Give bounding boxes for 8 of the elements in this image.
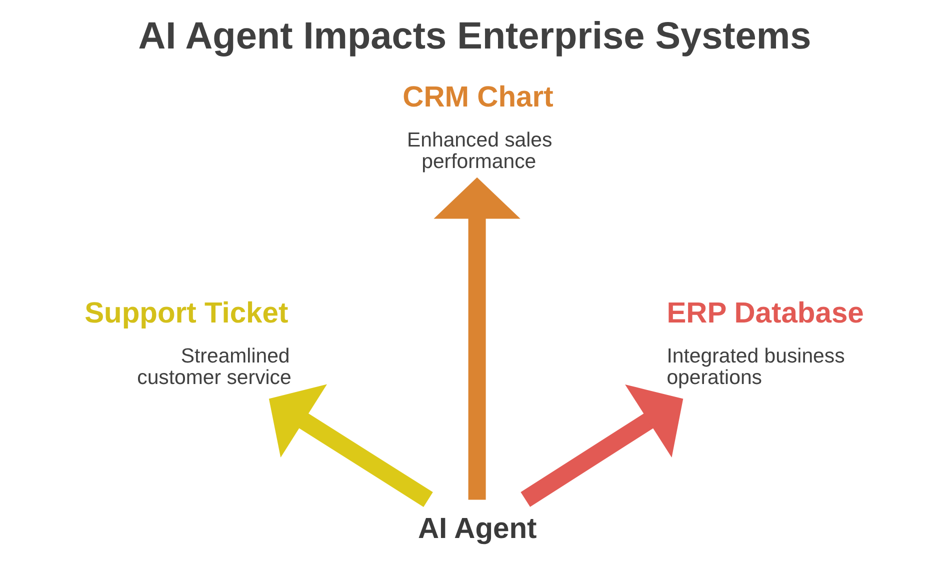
node-text: ERP Database Integrated business operations [666, 298, 864, 390]
node-text: AI Agent [417, 512, 536, 545]
arrow [268, 384, 432, 507]
diagram-title: AI Agent Impacts Enterprise Systems [138, 16, 811, 58]
node-text: CRM Chart Enhanced sales performance [402, 82, 553, 174]
arrow [433, 177, 520, 500]
arrow [520, 384, 683, 507]
node-text: Support Ticket Streamlined customer service [84, 298, 291, 390]
